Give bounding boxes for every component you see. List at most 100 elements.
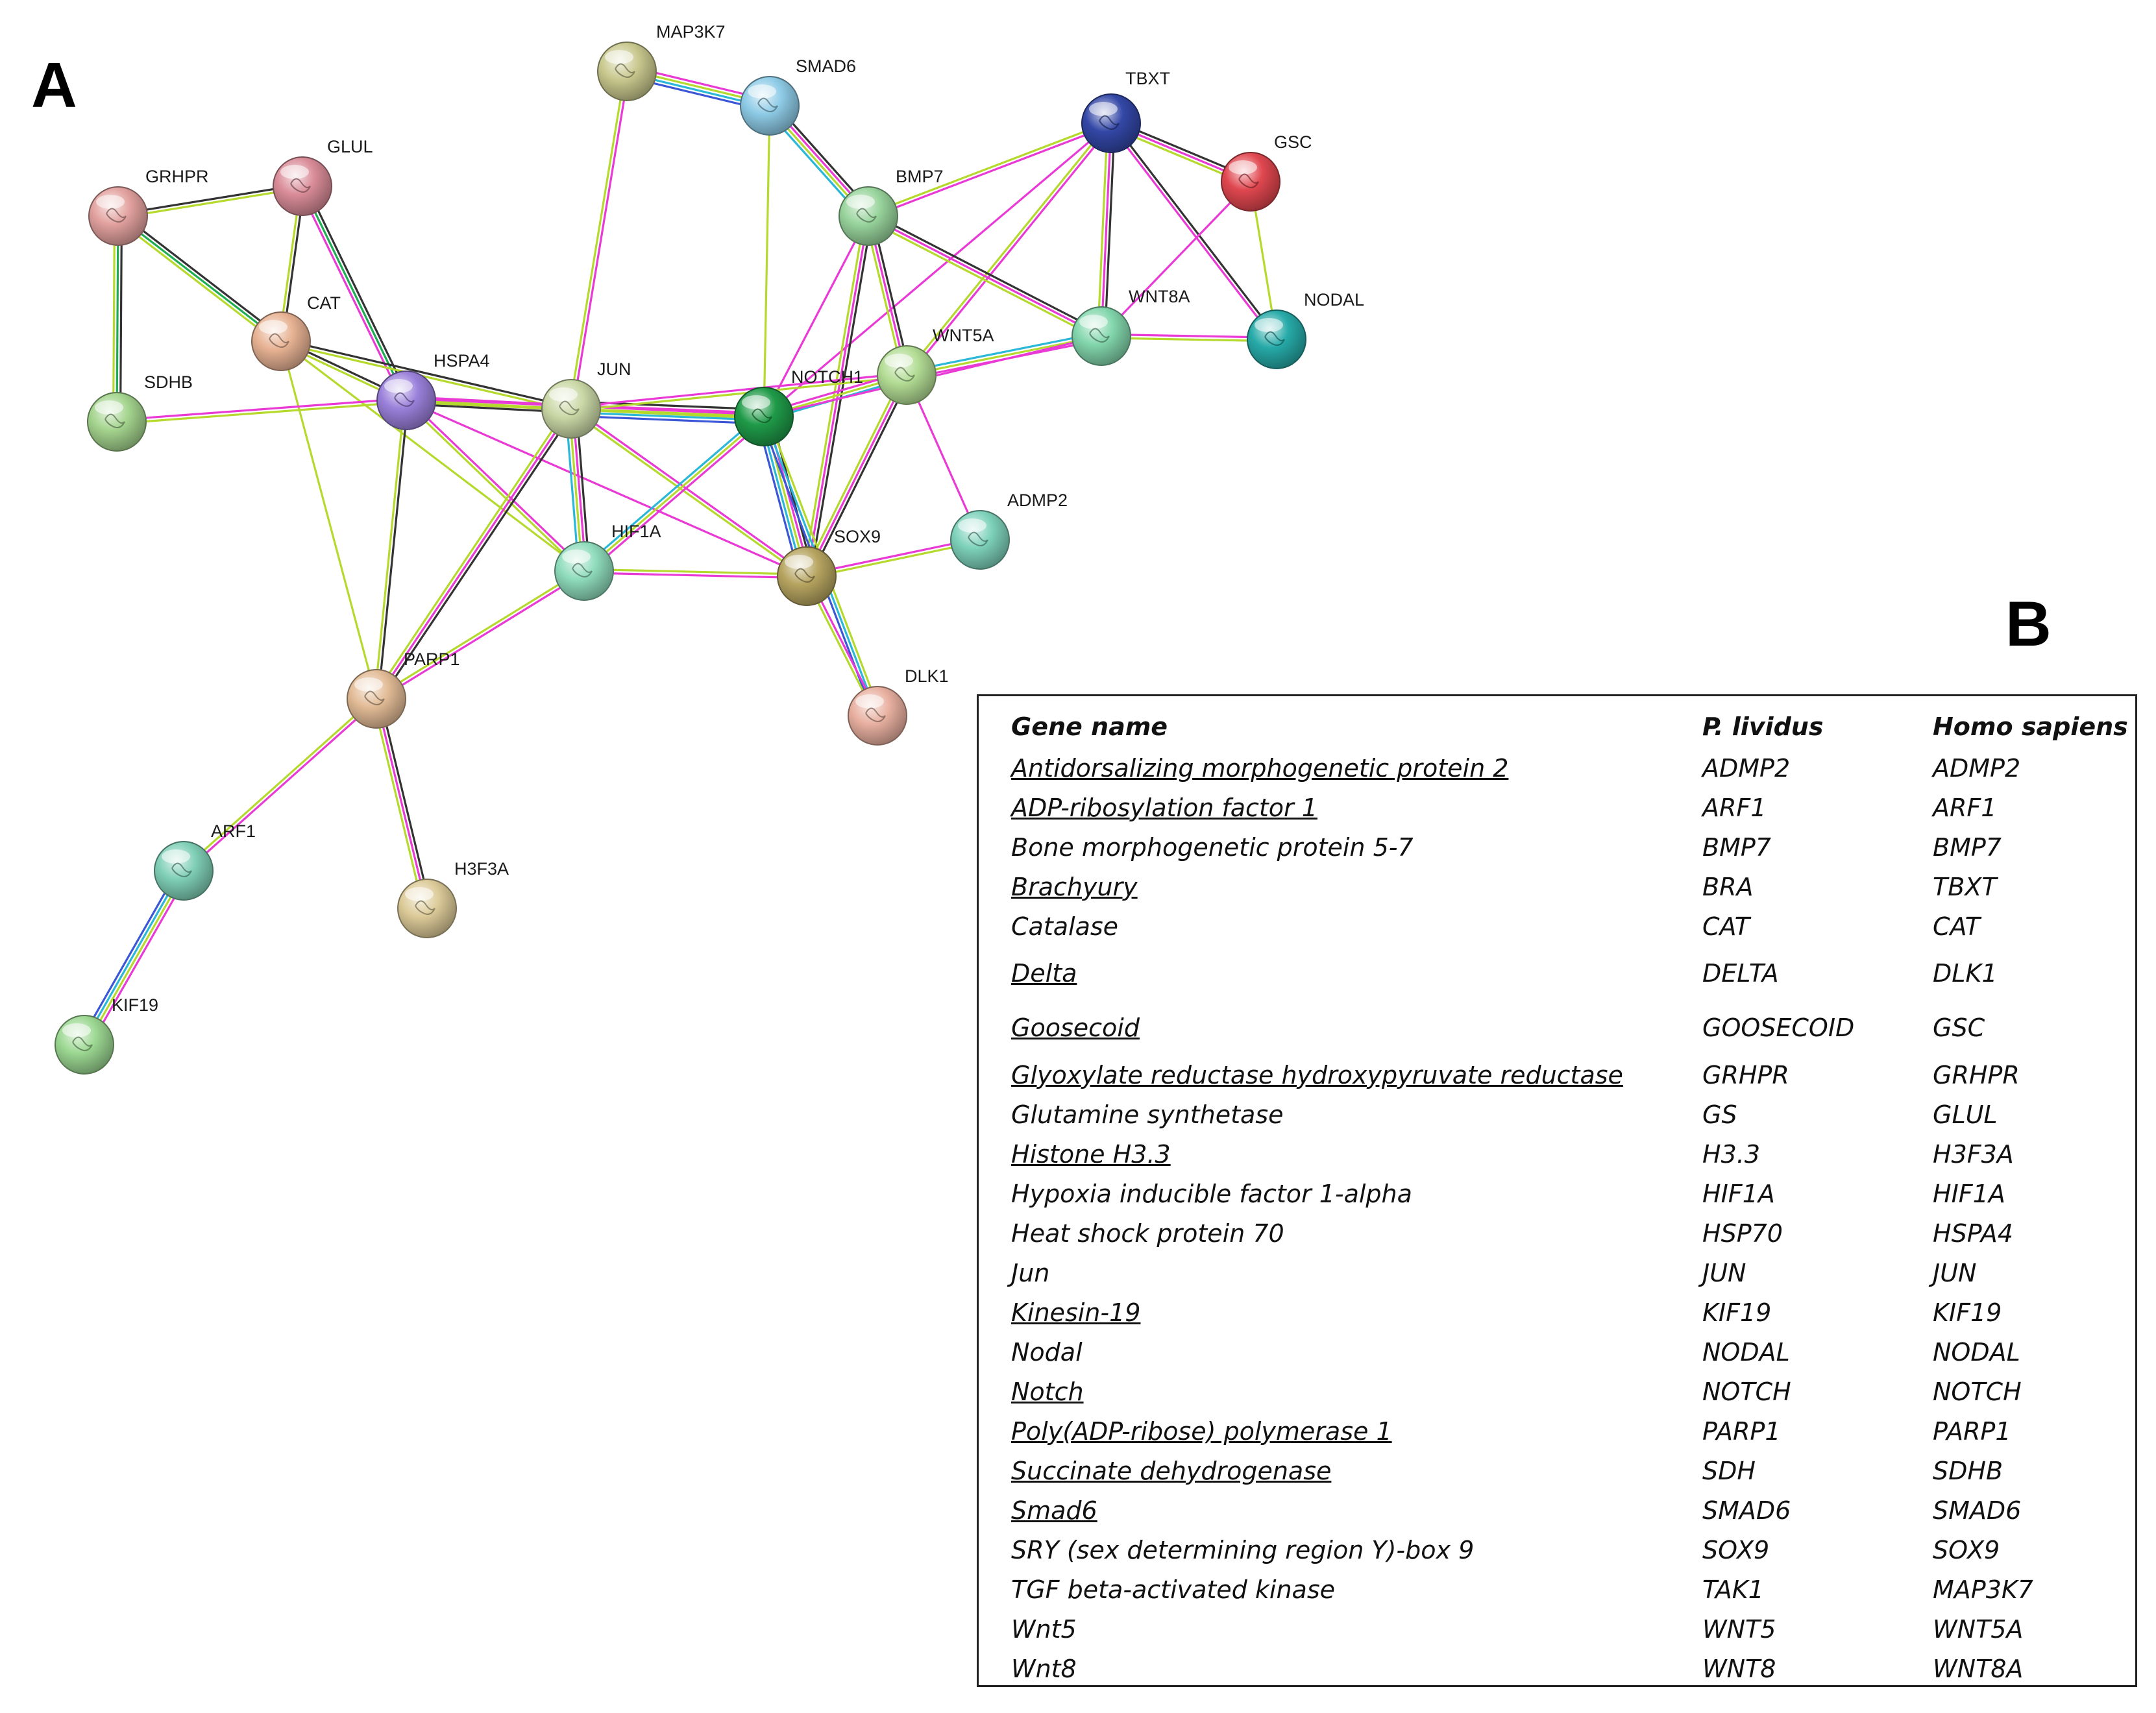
edge-tbxt-notch1 <box>763 122 1112 418</box>
p-lividus-cell: NODAL <box>1702 1337 1790 1367</box>
gene-name-cell: Delta <box>1011 946 1702 1001</box>
edge-cat-jun <box>280 338 572 412</box>
edge-line-pink <box>1100 180 1252 337</box>
edge-line-lime <box>802 372 905 576</box>
p-lividus-cell: GRHPR <box>1702 1060 1789 1089</box>
edge-tbxt-nodal <box>1109 121 1279 341</box>
edge-line-lime <box>583 415 765 572</box>
homo-sapiens-cell: JUN <box>1933 1258 1977 1287</box>
node-grhpr: GRHPR <box>88 167 209 246</box>
gene-name-cell: ADP-ribosylation factor 1 <box>1011 788 1702 827</box>
node-sphere <box>273 156 332 216</box>
edge-wnt5a-admp2 <box>905 374 981 541</box>
gene-name-cell: Poly(ADP-ribose) polymerase 1 <box>1011 1411 1702 1451</box>
gene-name-text: SRY (sex determining region Y)-box 9 <box>1011 1535 1475 1564</box>
edge-arf1-kif19 <box>79 868 190 1048</box>
node-highlight <box>748 84 776 99</box>
edge-parp1-h3f3a <box>372 698 432 910</box>
edge-line-pink <box>868 215 1102 337</box>
node-highlight <box>354 677 383 692</box>
p-lividus-cell: ARF1 <box>1702 793 1767 822</box>
homo-sapiens-cell: DLK1 <box>1933 959 1998 988</box>
p-lividus-cell: WNT8 <box>1702 1654 1776 1683</box>
p-lividus-cell: GOOSECOID <box>1702 1014 1855 1042</box>
node-sphere <box>55 1015 114 1075</box>
edge-cat-parp1 <box>280 341 378 699</box>
homo-sapiens-cell: NODAL <box>1933 1337 2020 1367</box>
edge-hspa4-hif1a <box>404 398 587 574</box>
p-lividus-cell: BMP7 <box>1702 832 1771 862</box>
edge-smad6-notch1 <box>763 105 771 417</box>
gene-name-text: Notch <box>1011 1377 1084 1406</box>
edge-line-lime <box>906 335 1102 376</box>
edge-line-pink <box>406 398 587 571</box>
gene-name-text: Delta <box>1011 959 1077 988</box>
edge-line-lime <box>571 376 907 412</box>
edge-gsc-wnt8a <box>1100 180 1252 337</box>
node-sphere <box>740 76 800 136</box>
node-label: CAT <box>307 293 341 313</box>
edge-line-black <box>117 183 302 215</box>
protein-structure-icon <box>1089 328 1110 343</box>
edge-line-cyan <box>570 411 764 422</box>
homo-sapiens-cell: WNT5A <box>1933 1614 2024 1644</box>
gene-name-cell: Glyoxylate reductase hydroxypyruvate red… <box>1011 1055 1702 1095</box>
node-label: KIF19 <box>112 995 158 1015</box>
node-sphere <box>848 686 907 746</box>
node-highlight <box>95 400 123 415</box>
node-sphere <box>877 345 937 405</box>
gene-name-cell: SRY (sex determining region Y)-box 9 <box>1011 1530 1702 1570</box>
edge-line-black <box>119 216 123 422</box>
edge-line-pink <box>116 397 406 421</box>
edge-line-pink <box>585 418 767 575</box>
node-label: NOTCH1 <box>791 367 863 387</box>
p-lividus-cell: CAT <box>1702 912 1750 941</box>
network-edges <box>79 65 1279 1048</box>
node-sphere <box>734 387 794 446</box>
node-dlk1: DLK1 <box>848 666 949 746</box>
gene-name-text: TGF beta-activated kinase <box>1011 1575 1335 1604</box>
edge-line-lime <box>373 400 406 699</box>
node-highlight <box>742 395 770 409</box>
node-highlight <box>562 550 591 564</box>
p-lividus-cell: NOTCH <box>1702 1377 1791 1406</box>
edge-jun-sox9 <box>569 406 809 579</box>
node-highlight <box>405 887 434 901</box>
edge-line-lime <box>568 71 626 409</box>
gene-name-cell: Catalase <box>1011 906 1702 946</box>
protein-structure-icon <box>1238 173 1259 188</box>
edge-bmp7-wnt8a <box>866 212 1104 341</box>
edge-cat-hif1a <box>280 340 585 572</box>
node-label: MAP3K7 <box>656 22 726 42</box>
protein-structure-icon <box>856 208 877 223</box>
header-homo-sapiens: Homo sapiens <box>1933 712 2128 741</box>
homo-sapiens-cell: ARF1 <box>1933 793 1997 822</box>
gene-name-text: Goosecoid <box>1011 1014 1140 1042</box>
node-label: GSC <box>1274 132 1312 152</box>
gene-table-panel: Gene name P. lividus Homo sapiens Antido… <box>977 694 2137 1687</box>
node-highlight <box>549 387 578 402</box>
edge-line-cyan <box>82 869 184 1045</box>
protein-structure-icon <box>572 563 593 577</box>
node-highlight <box>280 165 309 179</box>
node-label: SOX9 <box>834 527 881 546</box>
edge-line-green <box>116 215 119 422</box>
node-hspa4: HSPA4 <box>376 351 490 430</box>
protein-structure-icon <box>968 531 988 546</box>
protein-structure-icon <box>364 690 385 705</box>
protein-structure-icon <box>757 97 778 112</box>
edge-tbxt-wnt8a <box>1096 123 1116 337</box>
edge-grhpr-glul <box>117 183 303 219</box>
gene-name-text: Kinesin-19 <box>1011 1298 1141 1327</box>
